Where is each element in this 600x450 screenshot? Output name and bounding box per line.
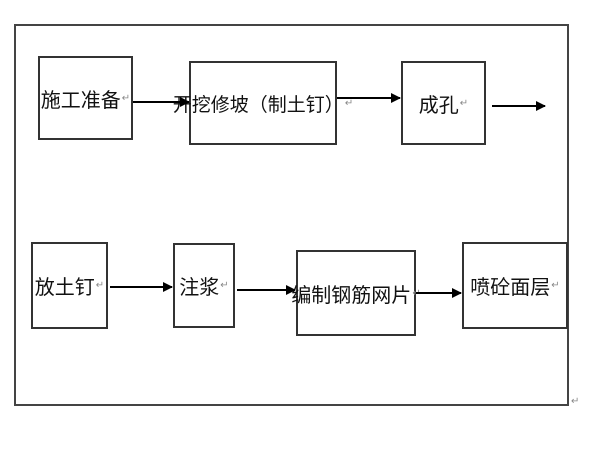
node-fabricate-steel-mesh: 编制钢筋网片↵ (291, 250, 421, 336)
node-label: 喷砼面层 (470, 275, 551, 299)
paragraph-mark-icon: ↵ (121, 92, 131, 104)
node-drilling: 成孔↵ (401, 61, 486, 145)
node-grouting: 注浆↵ (173, 243, 235, 328)
paragraph-mark-icon: ↵ (344, 97, 354, 109)
node-shotcrete-surface: 喷砼面层↵ (462, 242, 568, 329)
node-label: 编制钢筋网片 (291, 282, 412, 307)
paragraph-mark-icon: ↵ (571, 396, 580, 407)
node-construction-prep: 施工准备↵ (38, 56, 133, 140)
node-label: 成孔 (418, 92, 459, 117)
node-label: 放土钉 (34, 275, 95, 299)
paragraph-mark-icon: ↵ (220, 280, 229, 291)
node-label: 开挖修坡（制土钉） (172, 93, 344, 116)
node-place-soil-nail: 放土钉↵ (31, 242, 108, 329)
paragraph-mark-icon: ↵ (551, 280, 560, 291)
node-excavation-slope-trimming: 开挖修坡（制土钉）↵ (173, 61, 353, 145)
paragraph-mark-icon: ↵ (95, 280, 105, 291)
node-label: 施工准备 (40, 87, 121, 112)
flowchart-frame (14, 24, 569, 406)
node-label: 注浆 (179, 275, 220, 299)
paragraph-mark-icon: ↵ (459, 97, 469, 109)
